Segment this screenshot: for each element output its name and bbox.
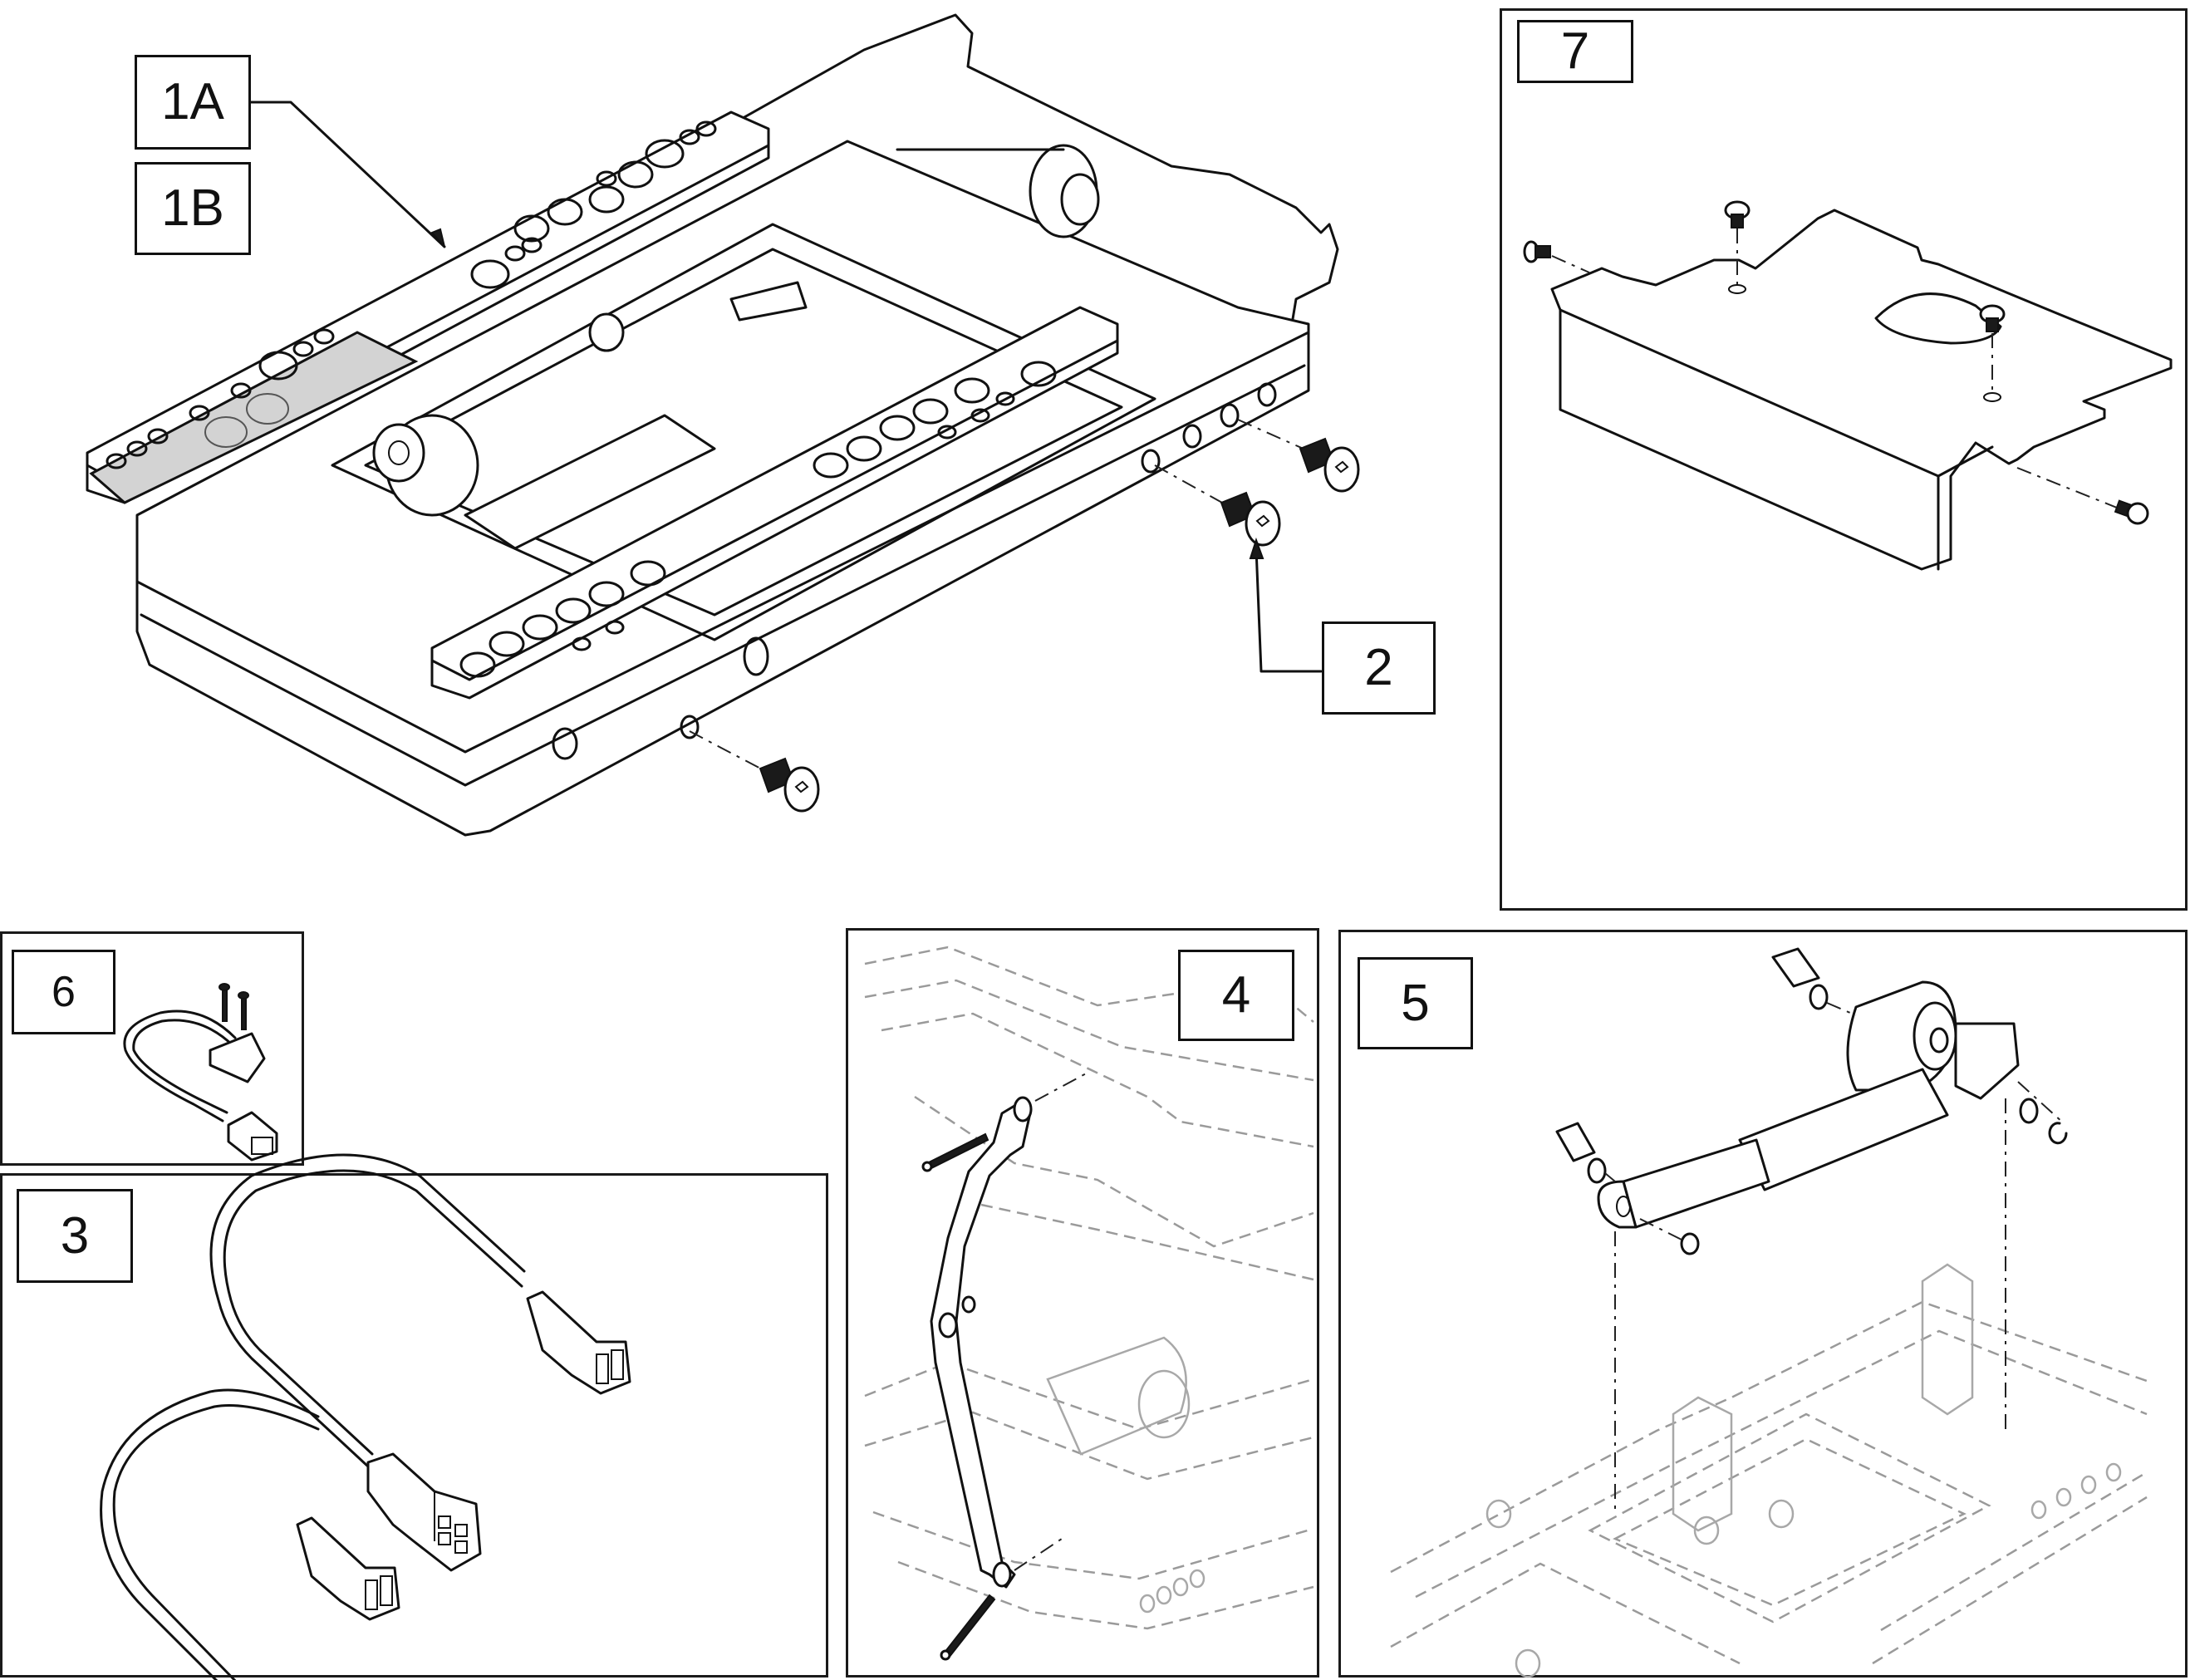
callout-1B: 1B	[135, 162, 251, 255]
plug-bottom	[296, 1516, 400, 1621]
main-assembly	[0, 0, 1479, 881]
cover-drawing	[1523, 200, 2173, 571]
actuator	[1597, 980, 2020, 1229]
callout-2: 2	[1322, 621, 1436, 715]
callout-1A: 1A	[135, 55, 251, 150]
linkage-arm-drawing	[864, 946, 1314, 1661]
seat-frame-drawing	[86, 13, 1360, 837]
leader-1A	[248, 101, 446, 248]
cover-screw-top	[1724, 200, 1751, 294]
callout-7: 7	[1517, 20, 1633, 83]
panel-3	[0, 1153, 828, 1680]
cover-screw-middle	[1979, 304, 2006, 402]
plug-top	[526, 1290, 631, 1395]
callout-5: 5	[1358, 957, 1473, 1049]
screw-2	[1154, 464, 1281, 547]
pin-lower	[1555, 1122, 1616, 1184]
pin-upper	[1771, 947, 1857, 1016]
pin-top	[921, 1071, 1090, 1172]
callout-3: 3	[17, 1189, 133, 1283]
clip-right	[2048, 1122, 2068, 1145]
cover-screw-left	[1523, 240, 1590, 273]
y-cable-drawing	[100, 1153, 631, 1680]
linkage-arm	[930, 1099, 1033, 1589]
actuator-drawing	[1390, 947, 2148, 1678]
label-decal	[89, 331, 419, 504]
callout-6: 6	[12, 950, 115, 1034]
panel-7	[1500, 8, 2188, 911]
multi-pin-connector	[366, 1452, 482, 1572]
screw-3	[689, 730, 820, 813]
switch-cable-drawing	[123, 983, 278, 1162]
plate-holes-right	[459, 361, 1057, 678]
washer-lower	[1680, 1232, 1700, 1255]
washer-right	[2019, 1098, 2039, 1124]
pin-bottom	[940, 1536, 1065, 1661]
panel-4	[846, 928, 1319, 1678]
panel-5	[1338, 930, 2188, 1678]
plate-holes-left	[106, 120, 717, 469]
leader-2	[1255, 547, 1323, 673]
screw-1	[1237, 419, 1360, 493]
cover-screw-right	[2016, 467, 2149, 525]
callout-4: 4	[1178, 950, 1294, 1041]
